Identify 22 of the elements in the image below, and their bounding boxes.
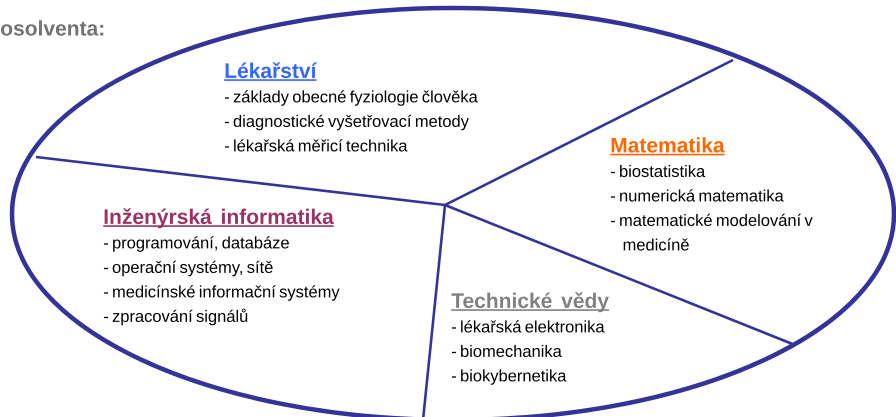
bullet-item: - biostatistika — [610, 164, 706, 178]
bullet-item: - zpracování signálů — [104, 308, 248, 326]
bullet-item: - základy obecné fyziologie člověka — [224, 90, 478, 106]
section-heading: Lékařství — [224, 62, 317, 81]
sector-text — [224, 62, 478, 152]
bullet-item: - medicínské informační systémy — [104, 285, 340, 301]
section-heading: Matematika — [610, 137, 725, 156]
bullet-item: - biomechanika — [452, 344, 562, 358]
bullet-item: - biokybernetika — [452, 369, 566, 385]
bullet-item: - programování, databáze — [104, 236, 289, 252]
section-heading: Technické vědy — [451, 292, 610, 312]
bullet-item: - lékařská měřicí technika — [224, 139, 408, 152]
section-heading: Inženýrská informatika — [103, 208, 334, 228]
bullet-item: - operační systémy, sítě — [104, 260, 273, 276]
sector-text — [103, 208, 340, 326]
bullet-item: - matematické modelování v medicíně — [610, 214, 813, 251]
bullet-item: - lékařská elektronika — [452, 320, 605, 333]
bullet-item: - numerická matematika — [610, 189, 784, 202]
sector-text — [451, 292, 610, 385]
sector-text — [610, 137, 813, 251]
title-text: osolventa: — [1, 20, 104, 36]
bullet-item: - diagnostické vyšetřovací metody — [224, 114, 469, 130]
